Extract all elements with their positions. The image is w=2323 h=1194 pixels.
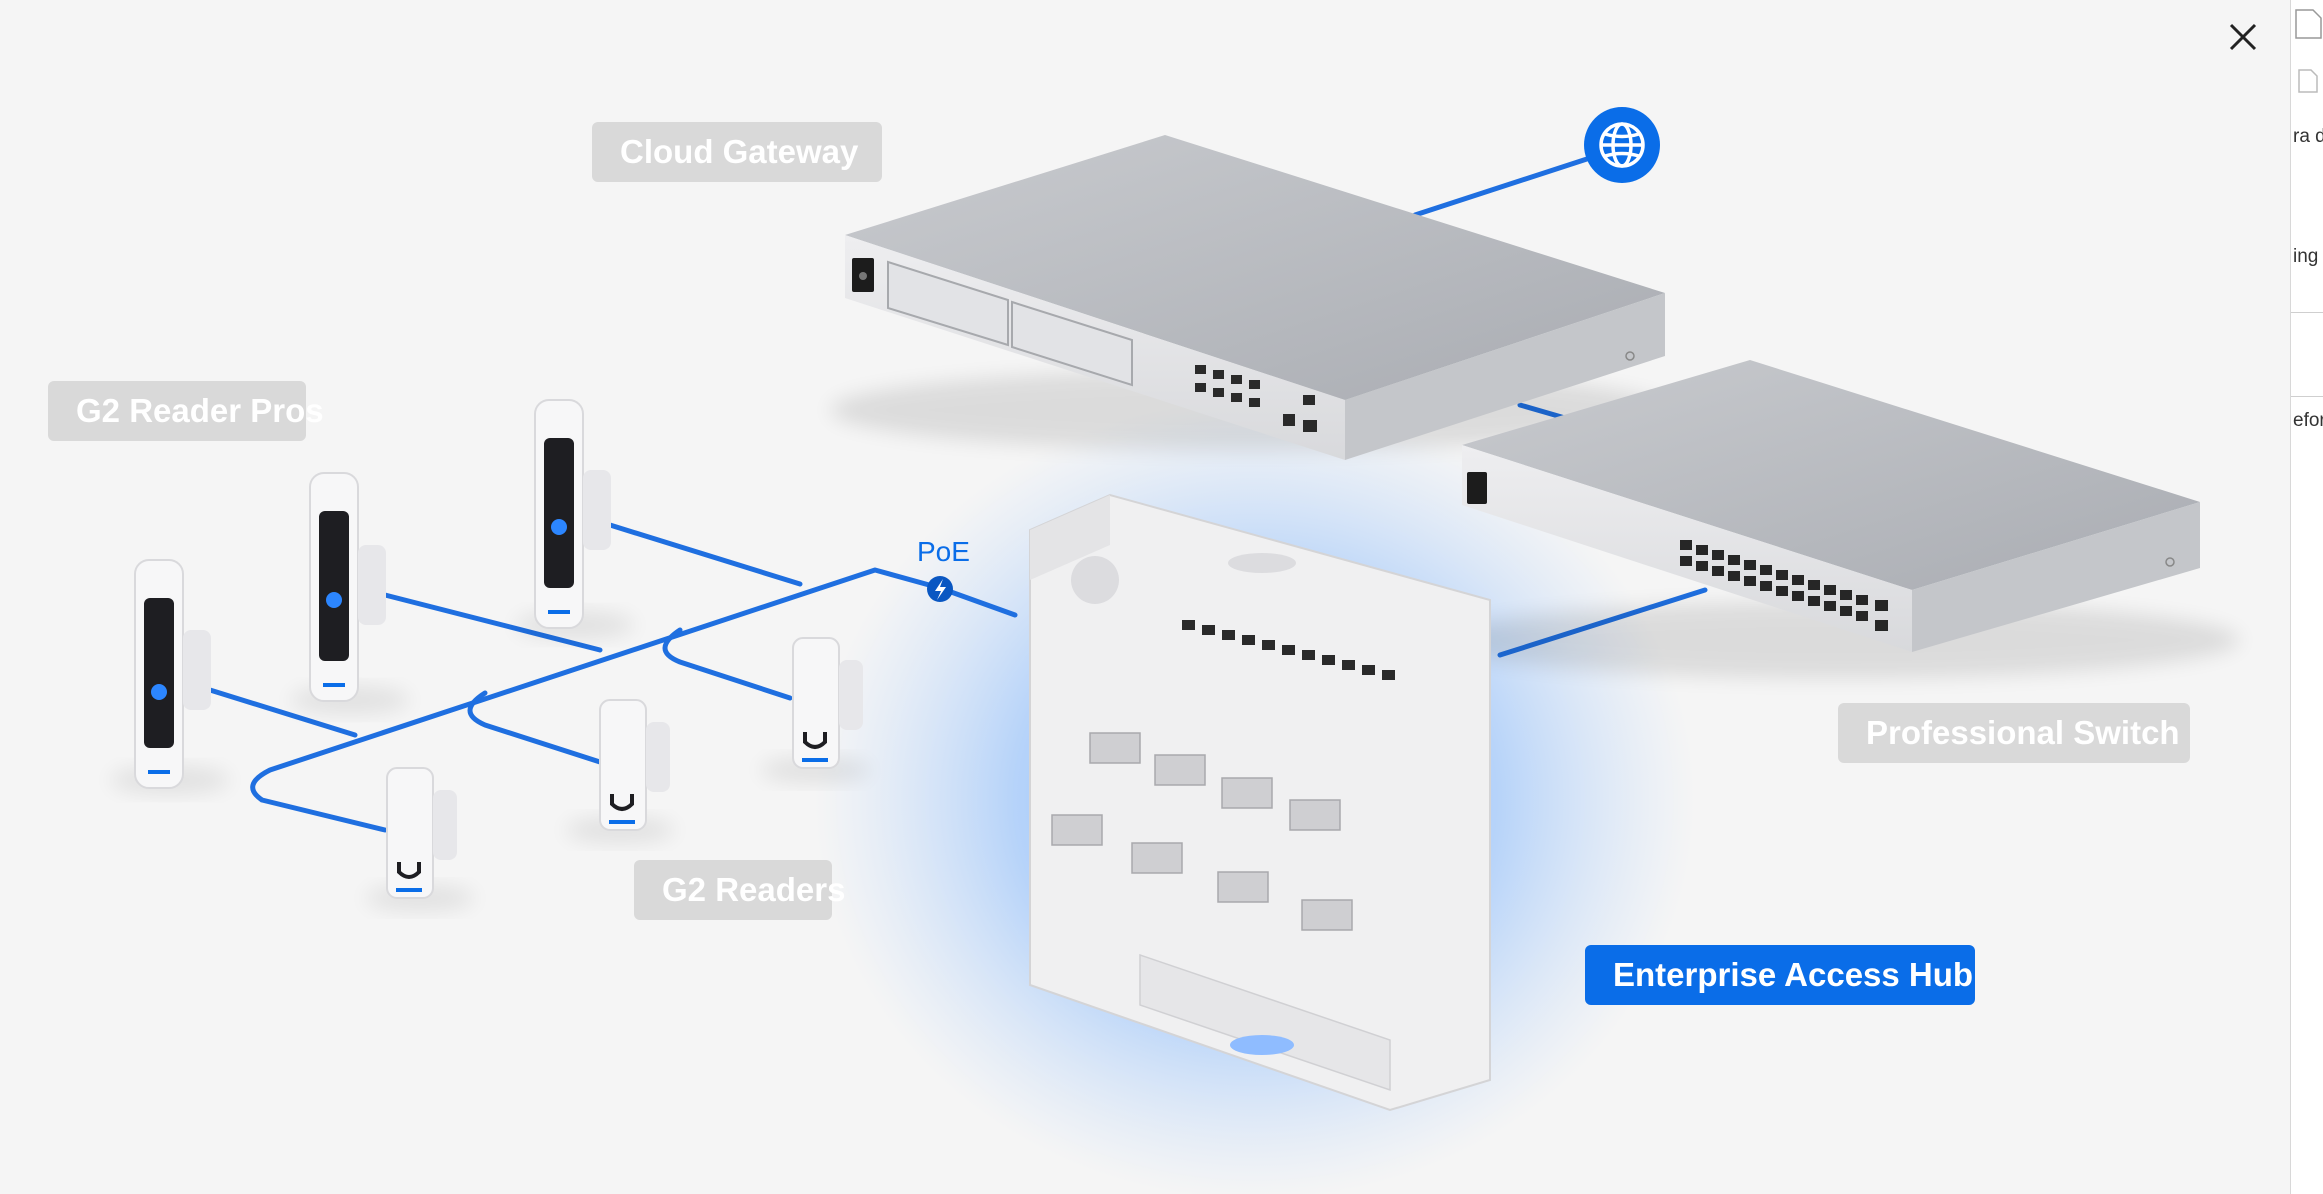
g2-reader-pro-2 (290, 472, 410, 714)
label-professional-switch: Professional Switch (1838, 703, 2190, 763)
g2-reader-pro-1 (110, 559, 230, 794)
background-snippet-3: efor (2293, 410, 2323, 431)
background-snippet-1: ra de (2293, 126, 2323, 147)
label-g2-readers: G2 Readers (634, 860, 845, 920)
cable-reader-2 (467, 690, 603, 765)
cable-gateway-internet (1412, 155, 1593, 218)
cable-reader-pro-1 (207, 687, 358, 738)
cables (207, 155, 1708, 833)
poe-icon (927, 576, 953, 602)
switch-ports (1680, 1052, 1830, 1110)
close-icon (2229, 23, 2257, 51)
cable-reader-3 (662, 627, 793, 701)
enterprise-access-hub-device (1029, 493, 1491, 1112)
g2-reader-3 (760, 637, 870, 783)
background-window-strip: ra de ing efor (2290, 0, 2323, 1194)
cable-reader-pro-3 (607, 522, 803, 587)
cable-trunk (250, 567, 943, 833)
globe-icon (1584, 107, 1660, 183)
background-snippet-2: ing (2293, 246, 2319, 267)
g2-reader-2 (565, 699, 675, 843)
label-enterprise-access-hub: Enterprise Access Hub (1585, 945, 1975, 1005)
strip-divider (2291, 396, 2323, 397)
poe-label: PoE (917, 536, 970, 567)
label-g2-reader-pros: G2 Reader Pros (48, 381, 324, 441)
cloud-gateway-device (830, 135, 1670, 460)
g2-reader-pro-3 (515, 399, 635, 639)
document-icon (2295, 9, 2322, 93)
professional-switch-device (1440, 360, 2240, 1110)
strip-divider (2291, 312, 2323, 313)
g2-reader-1 (365, 767, 475, 911)
label-cloud-gateway: Cloud Gateway (592, 122, 882, 182)
cable-reader-pro-2 (382, 592, 603, 653)
close-button[interactable] (2218, 12, 2268, 62)
